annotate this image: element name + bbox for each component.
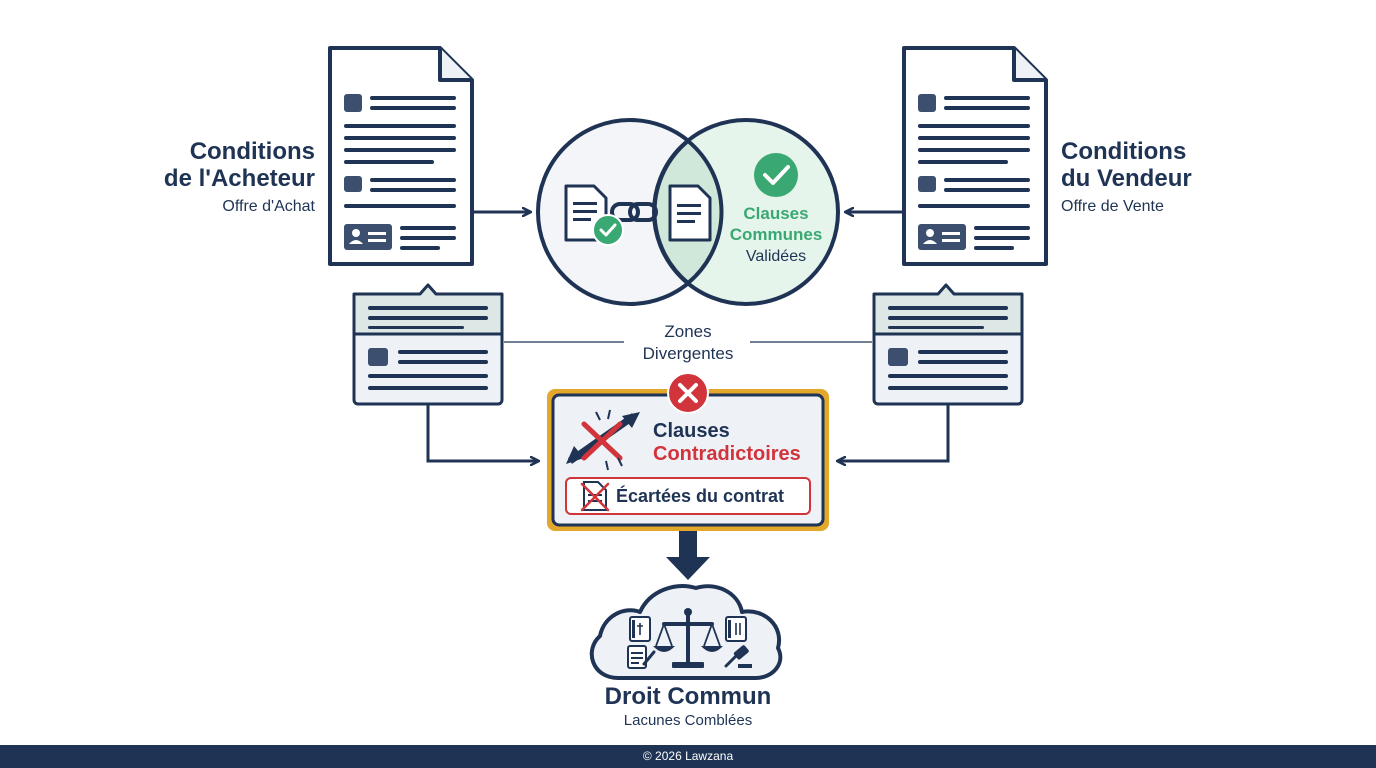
common-line1: Clauses bbox=[743, 204, 809, 223]
code-book-icon bbox=[725, 616, 747, 642]
common-line2: Communes bbox=[729, 225, 823, 244]
seller-document-icon bbox=[902, 46, 1048, 266]
discarded-document-icon bbox=[580, 481, 610, 512]
seller-title-line1: Conditions bbox=[1061, 138, 1187, 165]
buyer-divergent-card bbox=[352, 283, 504, 406]
gavel-icon bbox=[724, 645, 752, 668]
scales-of-justice-icon bbox=[653, 608, 723, 668]
seller-divergent-arrow bbox=[838, 404, 950, 461]
common-law-subtitle: Lacunes Comblées bbox=[623, 712, 753, 729]
buyer-divergent-arrow bbox=[426, 404, 538, 461]
seller-title: Conditions du Vendeur bbox=[1061, 138, 1192, 192]
close-icon bbox=[667, 372, 709, 414]
divergent-zones-label: Zones Divergentes bbox=[618, 321, 758, 365]
footer-copyright: © 2026 Lawzana bbox=[642, 749, 734, 763]
buyer-title-line1: Conditions bbox=[189, 138, 315, 165]
common-law-title: Droit Commun bbox=[604, 683, 772, 710]
buyer-subtitle: Offre d'Achat bbox=[222, 198, 315, 215]
small-check-icon bbox=[592, 214, 624, 246]
contradictory-line1: Clauses bbox=[653, 420, 730, 442]
seller-title-line2: du Vendeur bbox=[1061, 165, 1192, 192]
divergent-line2: Divergentes bbox=[642, 344, 734, 363]
seller-divergent-card bbox=[872, 283, 1024, 406]
seller-subtitle: Offre de Vente bbox=[1061, 198, 1164, 215]
buyer-document-icon bbox=[328, 46, 474, 266]
divergent-line1: Zones bbox=[664, 322, 712, 341]
contradictory-line2: Contradictoires bbox=[653, 443, 801, 465]
common-check-icon bbox=[754, 153, 798, 197]
document-pen-icon bbox=[627, 645, 656, 669]
buyer-title: Conditions de l'Acheteur bbox=[164, 138, 315, 192]
common-validated-label: Validées bbox=[745, 248, 807, 265]
discarded-label: Écartées du contrat bbox=[616, 486, 785, 506]
down-arrow bbox=[666, 531, 710, 580]
conflict-arrows-icon bbox=[566, 409, 640, 471]
contradictory-label: Clauses Contradictoires bbox=[653, 420, 801, 466]
law-book-icon bbox=[629, 616, 651, 642]
footer-bar: © 2026 Lawzana bbox=[0, 745, 1376, 768]
buyer-title-line2: de l'Acheteur bbox=[163, 165, 315, 192]
common-clauses-label: Clauses Communes bbox=[716, 203, 836, 245]
